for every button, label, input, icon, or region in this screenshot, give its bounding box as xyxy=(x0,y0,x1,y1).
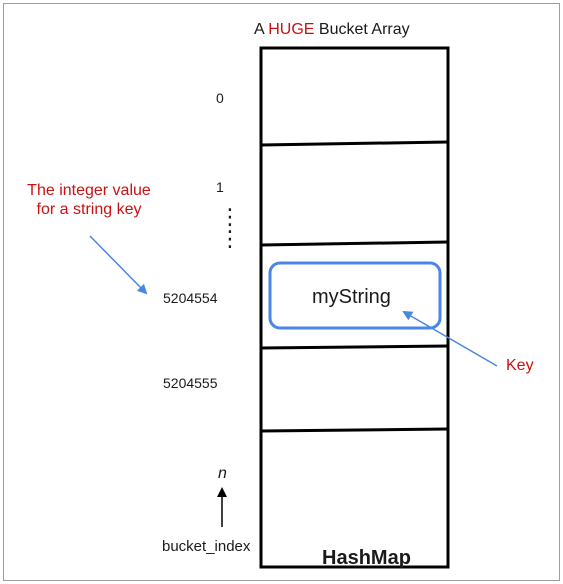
title-emphasis: HUGE xyxy=(268,21,315,38)
bucket-divider-3 xyxy=(260,344,449,350)
index-label-5204554: 5204554 xyxy=(163,290,218,306)
key-text: myString xyxy=(312,286,391,308)
bucket-index-label: bucket_index xyxy=(162,538,251,555)
index-label-n: n xyxy=(218,465,227,482)
integer-value-annotation-line-1: The integer value xyxy=(27,182,151,199)
index-ellipsis-2: ⋮ xyxy=(219,226,241,251)
bucket-divider-1 xyxy=(260,140,449,147)
index-label-0: 0 xyxy=(216,90,224,106)
bucket-divider-2 xyxy=(260,240,449,247)
integer-value-annotation-line-2: for a string key xyxy=(36,201,142,219)
integer-value-annotation: The integer value for a string key xyxy=(14,181,164,219)
index-label-1: 1 xyxy=(216,179,224,195)
key-highlight-box xyxy=(268,261,442,330)
outer-frame xyxy=(3,3,560,581)
title-prefix: A xyxy=(254,21,269,38)
hashmap-caption: HashMap xyxy=(322,547,411,569)
bucket-array xyxy=(259,46,450,569)
index-ellipsis: ⋮ xyxy=(219,204,241,229)
key-annotation: Key xyxy=(506,357,534,374)
index-label-5204555: 5204555 xyxy=(163,375,218,391)
diagram-title: A HUGE Bucket Array xyxy=(254,22,410,38)
integer-value-arrow xyxy=(89,235,148,295)
bucket-divider-4 xyxy=(260,427,449,433)
key-arrow xyxy=(402,310,498,367)
title-suffix: Bucket Array xyxy=(314,21,410,38)
